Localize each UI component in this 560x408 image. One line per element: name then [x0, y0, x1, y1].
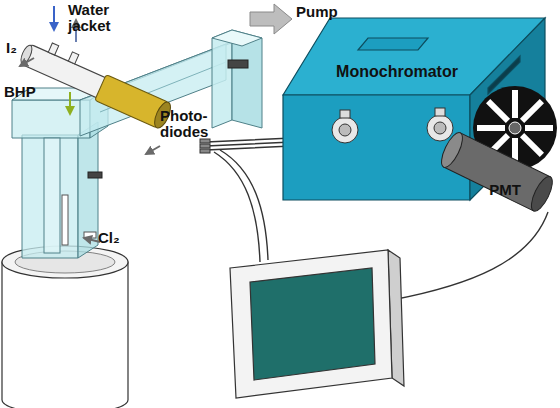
water-jacket: [17, 34, 176, 131]
reaction-cell: [22, 135, 78, 258]
instrument-label-box: Monochromator: [318, 60, 476, 84]
dewar: [2, 246, 128, 408]
chopper-wheel: [512, 90, 518, 118]
flow-arrow: [53, 6, 55, 30]
chopper-wheel: [520, 99, 544, 123]
pmt-cylinder: [437, 130, 466, 170]
reaction-cell: [12, 100, 90, 138]
flow-arrow: [20, 6, 160, 242]
flow-tube: [212, 30, 232, 128]
slit-knob: [435, 108, 445, 116]
slit-knob: [332, 117, 358, 143]
flow-arrow: [20, 58, 34, 66]
reaction-cell: [78, 122, 98, 258]
slit-knob: [427, 115, 453, 141]
flow-arrow: [84, 238, 100, 242]
flow-tube: [228, 60, 248, 68]
chopper-wheel: [486, 99, 510, 123]
pmt-cylinder: [437, 130, 556, 214]
reaction-cell: [62, 195, 68, 245]
water-jacket: [19, 44, 34, 66]
part-label: Photo- diodes: [160, 108, 218, 140]
flow-label: Pump: [296, 4, 356, 20]
gas-label: I₂: [6, 40, 36, 56]
slit-knob: [339, 124, 351, 136]
chopper-wheel: [520, 133, 544, 157]
gas-label: BHP: [4, 84, 48, 100]
node-text: PMT: [489, 181, 521, 198]
photodiode: [200, 139, 210, 153]
pmt-cylinder: [527, 174, 556, 214]
flow-tube: [212, 30, 262, 46]
chopper-wheel: [509, 122, 521, 134]
slit-knob: [332, 108, 453, 143]
detector-label-box: PMT: [478, 178, 532, 200]
computer-monitor: [230, 250, 392, 398]
reaction-cell: [44, 138, 60, 253]
water-jacket: [48, 43, 58, 55]
water-jacket: [68, 52, 78, 64]
pump-arrow: [250, 4, 292, 34]
photodiode: [200, 144, 210, 148]
pump-arrow: [250, 4, 292, 34]
monochromator-box: [358, 38, 428, 50]
optical-fiber: [214, 152, 260, 262]
gas-label: Cl₂: [98, 230, 134, 246]
node-text: Monochromator: [336, 63, 458, 81]
monochromator-box: [283, 95, 470, 200]
computer-monitor: [250, 268, 375, 380]
chopper-wheel: [477, 125, 505, 131]
dewar: [2, 262, 128, 408]
part-label: Water jacket: [68, 2, 126, 34]
slit-knob: [340, 110, 350, 118]
flow-arrow: [146, 146, 160, 154]
chopper-wheel: [525, 125, 553, 131]
reaction-cell: [84, 232, 96, 238]
flow-arrow: [69, 92, 71, 114]
slit-knob: [434, 122, 446, 134]
optical-fiber: [220, 150, 268, 260]
computer-monitor: [230, 250, 404, 398]
signal-cable: [392, 212, 548, 300]
reaction-cell: [88, 172, 102, 178]
signal-cable: [392, 212, 548, 300]
photodiode: [200, 149, 210, 153]
